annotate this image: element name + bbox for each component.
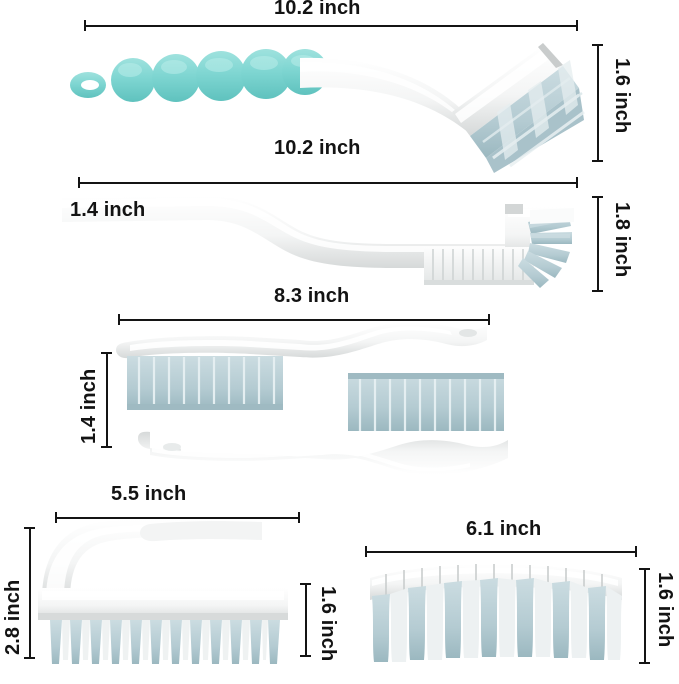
rule-cap-right: [576, 177, 578, 188]
brush-3-height-rule: [101, 352, 112, 448]
brush-5-height-rule: [639, 568, 650, 664]
brush-2-length-rule: [78, 177, 578, 188]
rule-bar: [365, 551, 637, 553]
brush-2-length-label: 10.2 inch: [274, 137, 361, 159]
brush-5-length-rule: [365, 546, 637, 557]
brush-3-length-label: 8.3 inch: [274, 285, 350, 307]
brush-4-length-rule: [55, 512, 300, 523]
brush-1-length-rule: [84, 20, 578, 31]
brush-2-width-label: 1.4 inch: [70, 199, 146, 221]
rule-cap-bottom: [101, 446, 112, 448]
rule-cap-right: [635, 546, 637, 557]
rule-bar: [644, 568, 646, 664]
brush-3-length-rule: [118, 314, 490, 325]
brush-2-height-rule: [592, 196, 603, 292]
rule-bar: [106, 352, 108, 448]
rule-bar: [78, 182, 578, 184]
brush-1-height-label: 1.6 inch: [611, 58, 633, 134]
rule-bar: [118, 319, 490, 321]
brush-5-height-label: 1.6 inch: [654, 572, 676, 648]
brush-3-height-label: 1.4 inch: [78, 368, 100, 444]
brush-4-art: [38, 518, 288, 664]
rule-bar: [84, 25, 578, 27]
brush-2-height-label: 1.8 inch: [611, 202, 633, 278]
rule-cap-bottom: [592, 290, 603, 292]
brush-4-height-label: 2.8 inch: [2, 579, 24, 655]
brush-5-art: [370, 564, 622, 662]
rule-bar: [305, 583, 307, 657]
rule-cap-bottom: [639, 662, 650, 664]
brush-4-length-label: 5.5 inch: [111, 483, 187, 505]
rule-bar: [597, 44, 599, 162]
brush-5-length-label: 6.1 inch: [466, 518, 542, 540]
rule-cap-bottom: [300, 655, 311, 657]
rule-bar: [597, 196, 599, 292]
rule-cap-right: [576, 20, 578, 31]
rule-bar: [55, 517, 300, 519]
rule-bar: [29, 527, 31, 659]
rule-cap-right: [298, 512, 300, 523]
brush-4-head-height-label: 1.6 inch: [317, 586, 339, 662]
brush-1-length-label: 10.2 inch: [274, 0, 361, 19]
rule-cap-bottom: [592, 160, 603, 162]
brush-1-height-rule: [592, 44, 603, 162]
brush-4-head-height-rule: [300, 583, 311, 657]
rule-cap-right: [488, 314, 490, 325]
brush-4-height-rule: [24, 527, 35, 659]
brush-3-art: [116, 322, 508, 475]
rule-cap-bottom: [24, 657, 35, 659]
